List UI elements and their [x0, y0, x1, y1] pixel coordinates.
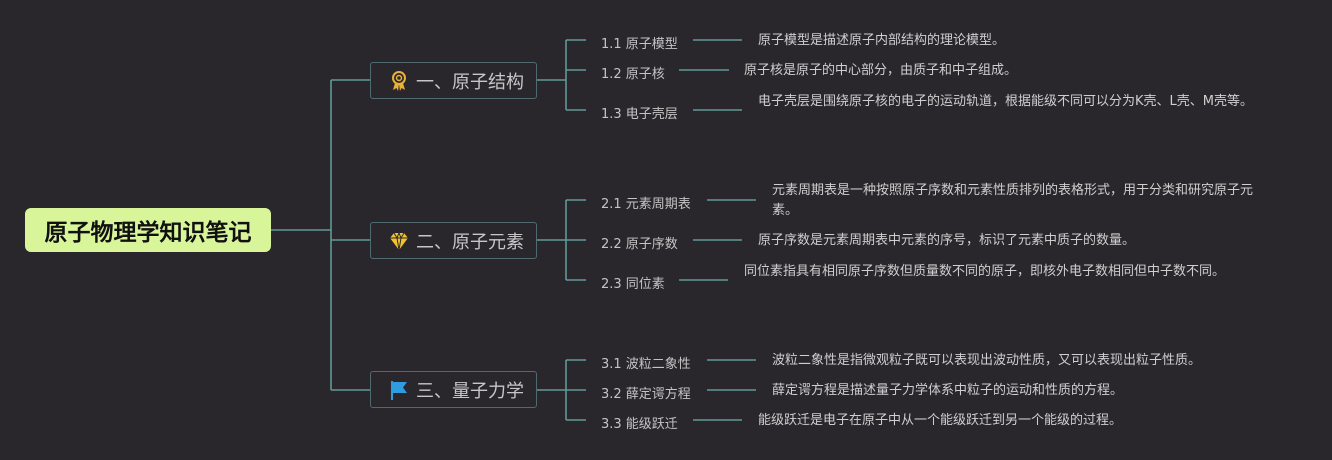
subtopic-label[interactable]: 3.1 波粒二象性 [601, 357, 691, 372]
subtopic-description: 能级跃迁是电子在原子中从一个能级跃迁到另一个能级的过程。 [758, 413, 1123, 428]
flag-icon [388, 379, 410, 401]
branch-node-quantum[interactable]: 三、量子力学 [370, 371, 537, 408]
diamond-icon [388, 230, 410, 252]
subtopic-description: 电子壳层是围绕原子核的电子的运动轨道，根据能级不同可以分为K壳、L壳、M壳等。 [758, 94, 1253, 109]
subtopic-description: 元素周期表是一种按照原子序数和元素性质排列的表格形式，用于分类和研究原子元素。 [772, 183, 1254, 218]
branch-label: 二、原子元素 [416, 231, 524, 253]
subtopic-label[interactable]: 1.2 原子核 [601, 67, 665, 82]
branch-label: 一、原子结构 [416, 71, 524, 93]
subtopic-label[interactable]: 2.3 同位素 [601, 277, 665, 292]
subtopic-label[interactable]: 1.3 电子壳层 [601, 107, 678, 122]
root-node[interactable]: 原子物理学知识笔记 [25, 208, 271, 252]
root-title: 原子物理学知识笔记 [44, 220, 252, 246]
subtopic-label[interactable]: 2.2 原子序数 [601, 237, 678, 252]
subtopic-description: 薛定谔方程是描述量子力学体系中粒子的运动和性质的方程。 [772, 383, 1124, 398]
subtopic-description: 原子模型是描述原子内部结构的理论模型。 [758, 33, 1006, 48]
branch-node-elements[interactable]: 二、原子元素 [370, 222, 537, 259]
subtopic-label[interactable]: 2.1 元素周期表 [601, 197, 691, 212]
subtopic-label[interactable]: 3.2 薛定谔方程 [601, 387, 691, 402]
subtopic-label[interactable]: 3.3 能级跃迁 [601, 417, 678, 432]
medal-icon [388, 70, 410, 92]
branch-label: 三、量子力学 [416, 380, 524, 402]
subtopic-description: 原子核是原子的中心部分，由质子和中子组成。 [744, 63, 1018, 78]
subtopic-description: 波粒二象性是指微观粒子既可以表现出波动性质，又可以表现出粒子性质。 [772, 353, 1202, 368]
subtopic-label[interactable]: 1.1 原子模型 [601, 37, 678, 52]
branch-node-structure[interactable]: 一、原子结构 [370, 62, 537, 99]
subtopic-description: 同位素指具有相同原子序数但质量数不同的原子，即核外电子数相同但中子数不同。 [744, 264, 1226, 279]
subtopic-description: 原子序数是元素周期表中元素的序号，标识了元素中质子的数量。 [758, 233, 1136, 248]
